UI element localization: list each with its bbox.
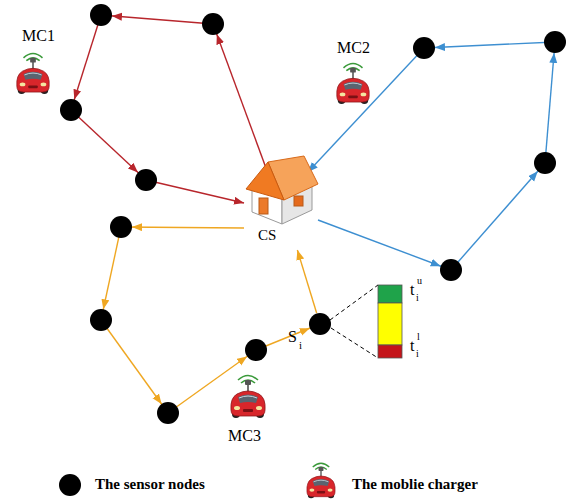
tour-red [71,15,266,203]
tour-orange [101,227,320,413]
energy-bar [330,285,402,358]
charger-name: MC1 [22,28,55,44]
threshold-superscript: u [417,276,422,286]
threshold-subscript: i [416,293,419,303]
sensor-dot [309,313,331,335]
charger-name: MC3 [228,428,261,444]
sensor-node: Si [309,313,331,335]
mobile-charger [231,376,265,419]
legend-text: The sensor nodes [95,477,205,492]
charging-station: CS [244,156,322,250]
mobile-charger [17,54,50,94]
sensor-node [60,4,566,424]
tour-blue [308,42,555,270]
threshold-subscript: i [416,349,419,359]
legend-charger-sample [307,463,335,498]
legend-sensor-sample [59,474,81,496]
node-label: i [299,340,302,351]
node-label: S [288,329,297,345]
legend-text: The moblie charger [352,477,478,492]
threshold-superscript: l [417,332,420,342]
node-label: CS [258,228,276,243]
mobile-charger [337,64,370,104]
house-icon [244,156,320,226]
tour-arrow [297,250,316,313]
threshold-symbol: t [410,282,414,298]
charger-name: MC2 [337,40,370,56]
threshold-symbol: t [410,338,414,354]
